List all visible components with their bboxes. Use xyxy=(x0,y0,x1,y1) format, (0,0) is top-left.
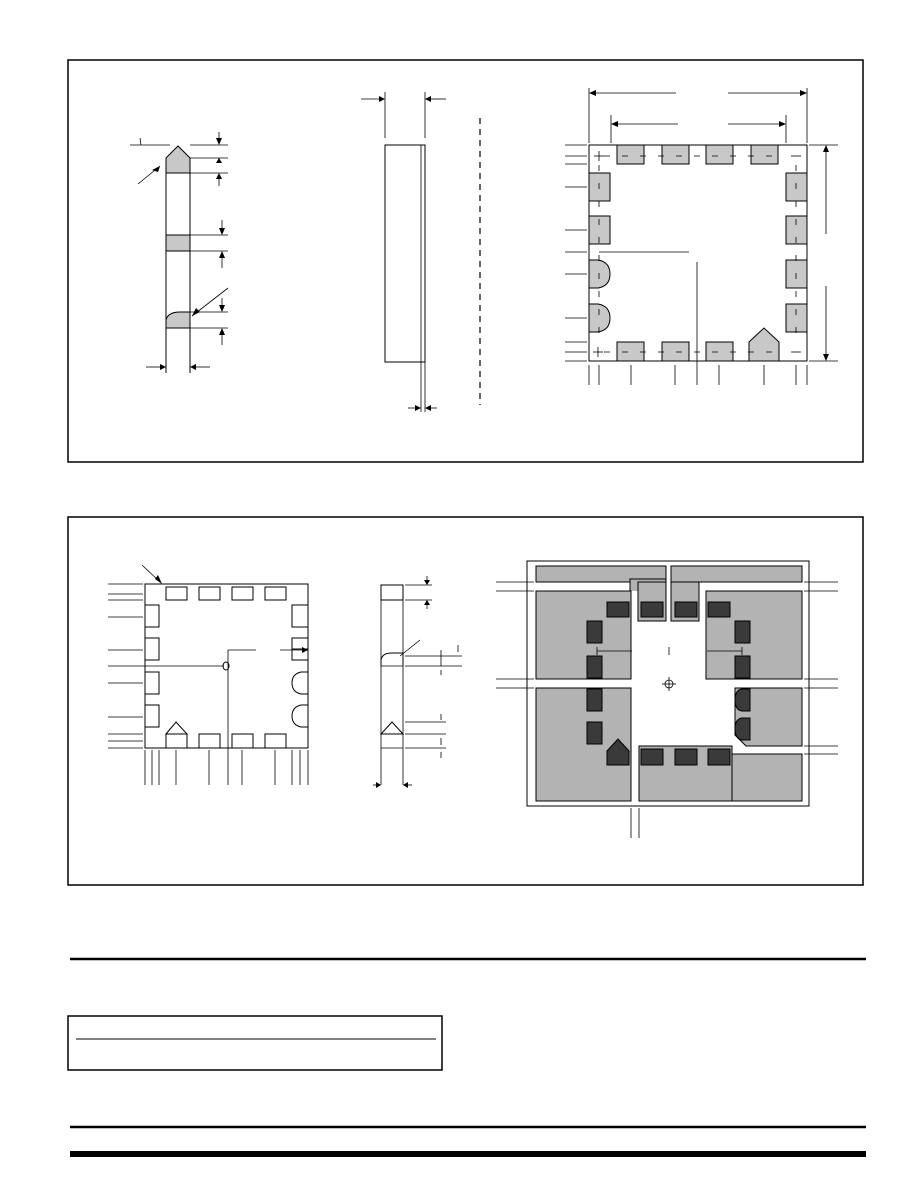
bottom-panel xyxy=(67,516,864,886)
pin1-pentagon-icon xyxy=(379,721,405,735)
pad-right-3 xyxy=(785,259,808,289)
top-panel xyxy=(67,59,864,463)
side-view-body xyxy=(361,92,481,412)
pad-left-2 xyxy=(588,215,611,245)
strip-pad-middle xyxy=(165,234,191,252)
pad-top-1 xyxy=(616,144,645,165)
side-view-strip xyxy=(130,132,229,373)
footer xyxy=(67,957,866,1157)
land-pattern-view xyxy=(496,560,838,838)
footprint-outline-view xyxy=(108,564,309,785)
pad-bottom-1 xyxy=(616,341,645,362)
strip-pad-rounded xyxy=(165,311,191,329)
pad-top-4 xyxy=(750,144,779,165)
footprint-strip-view xyxy=(373,576,462,788)
pad-left-3 xyxy=(588,259,611,289)
pin1-pentagon-icon xyxy=(164,721,189,735)
pad-right-1 xyxy=(785,172,808,202)
pad-right-4 xyxy=(785,303,808,333)
pad-right-2 xyxy=(785,215,808,245)
package-outline xyxy=(588,144,808,362)
pin1-pentagon-icon xyxy=(748,327,780,362)
pad-top-3 xyxy=(705,144,734,165)
bottom-panel-frame xyxy=(67,516,864,886)
pad-left-1 xyxy=(588,172,611,202)
pad-top-2 xyxy=(661,144,690,165)
top-panel-frame xyxy=(67,59,864,463)
pin1-pentagon-icon xyxy=(165,145,191,174)
pad-left-4 xyxy=(588,303,611,333)
body-outline xyxy=(384,144,426,363)
pad-bottom-3 xyxy=(705,341,734,362)
land-frame xyxy=(526,560,810,807)
pin1-pentagon-icon xyxy=(606,738,630,766)
pad-bottom-2 xyxy=(661,341,690,362)
package-top-view xyxy=(565,88,838,385)
footer-note-box xyxy=(67,1015,443,1071)
